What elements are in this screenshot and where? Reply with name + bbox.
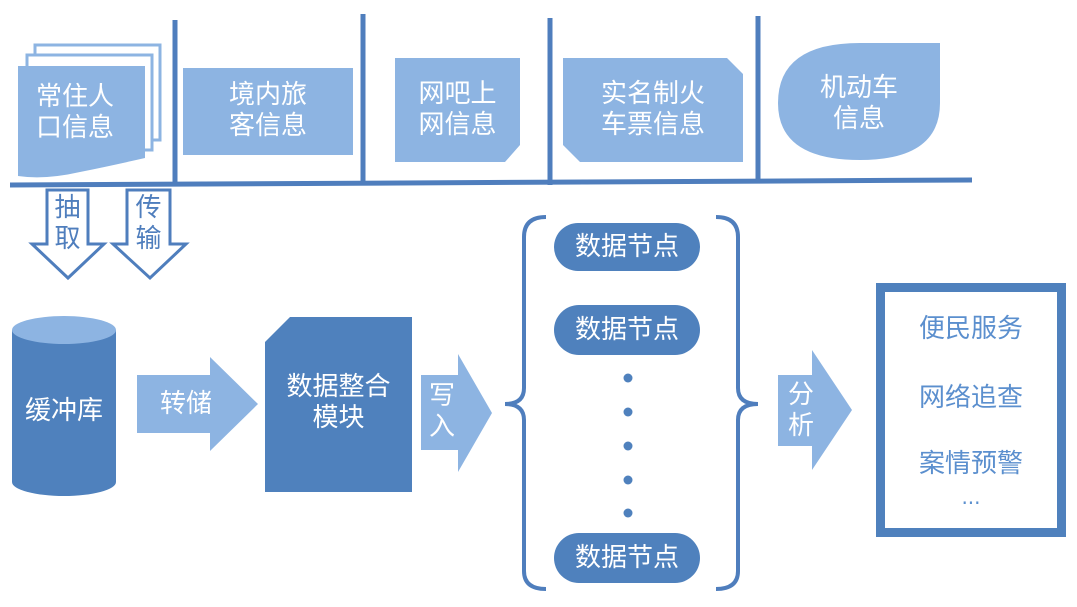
- source-label-netcafe: 网吧上 网信息: [418, 79, 497, 140]
- transfer-arrow-label: 传 输: [135, 193, 162, 254]
- buffer-label: 缓冲库: [24, 396, 103, 426]
- source-shape-teardrop: [778, 43, 940, 160]
- buffer-cylinder-shape: [12, 316, 116, 496]
- write-arrow-label: 写 入: [428, 381, 455, 442]
- node-pill-2: [554, 305, 700, 355]
- service-item-convenience: 便民服务: [918, 314, 1023, 344]
- transfer-arrow-shape: [109, 188, 190, 281]
- source-shape-rect: [183, 68, 353, 155]
- node-label-1: 数据节点: [574, 232, 679, 262]
- services-list: 便民服务 网络追查 案情预警 ...: [885, 292, 1057, 528]
- right-brace: [715, 215, 759, 591]
- node-label-2: 数据节点: [574, 315, 679, 345]
- left-brace: [504, 215, 547, 591]
- ellipsis-dot: [623, 475, 633, 485]
- module-label: 数据整合 模块: [286, 372, 391, 433]
- source-label-vehicle: 机动车 信息: [819, 73, 898, 134]
- node-pill-1: [554, 223, 700, 271]
- write-arrow-shape: [421, 354, 492, 472]
- source-label-hotel: 境内旅 客信息: [228, 80, 307, 141]
- service-item-case-alert: 案情预警: [918, 449, 1023, 479]
- ellipsis-dot: [623, 373, 633, 383]
- module-shape: [265, 317, 412, 492]
- source-shape-snipped: [563, 58, 743, 162]
- extract-arrow-label: 抽 取: [54, 193, 81, 254]
- source-label-resident: 常住人 口信息: [35, 82, 114, 143]
- extract-arrow-shape: [28, 188, 108, 281]
- services-box-inner: [885, 292, 1057, 528]
- node-pill-3: [554, 533, 700, 583]
- source-shape-multidoc: [18, 43, 162, 178]
- store-arrow-label: 转储: [159, 389, 212, 419]
- source-shape-folded: [395, 58, 520, 162]
- node-label-3: 数据节点: [574, 543, 679, 573]
- ellipsis-dot: [623, 441, 633, 451]
- analyze-arrow-label: 分 析: [787, 380, 814, 441]
- ellipsis-dot: [623, 508, 633, 518]
- source-baseline: [9, 177, 973, 188]
- source-label-train: 实名制火 车票信息: [600, 79, 705, 140]
- node-ellipsis-dots: [623, 373, 633, 518]
- service-ellipsis: ...: [961, 485, 981, 509]
- analyze-arrow-shape: [778, 350, 852, 470]
- store-arrow-shape: [137, 357, 258, 451]
- service-item-network-trace: 网络追查: [918, 383, 1023, 413]
- ellipsis-dot: [623, 407, 633, 417]
